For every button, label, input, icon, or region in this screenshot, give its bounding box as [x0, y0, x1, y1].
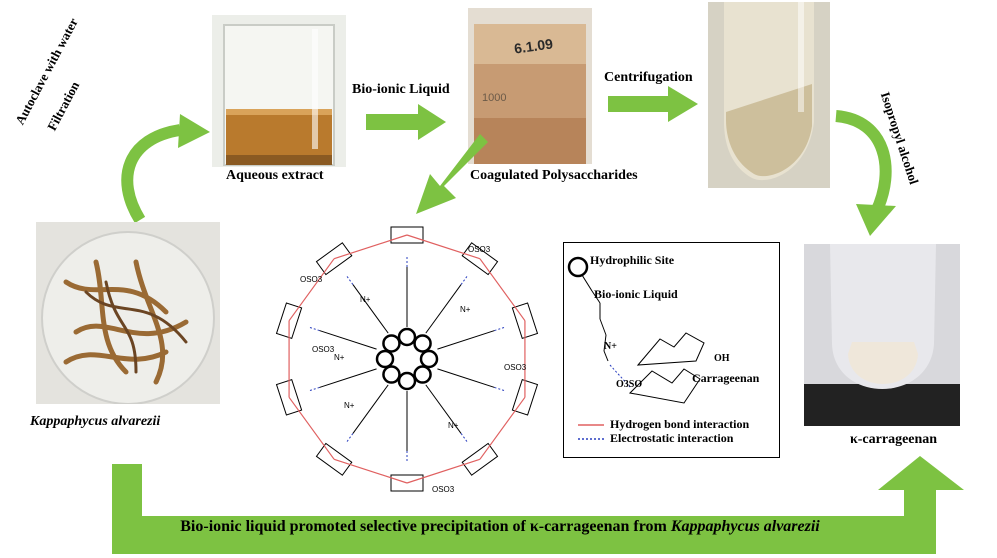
legend-hbond: Hydrogen bond interaction [610, 417, 750, 431]
carrageenan-unit [511, 302, 539, 340]
electrostatic-link [460, 274, 469, 285]
product-caption: κ-carrageenan [850, 432, 938, 447]
arrow-to-structure [408, 134, 488, 220]
electrostatic-link [307, 326, 320, 332]
bio-ionic-chain [319, 330, 377, 350]
legend-carrageenan: Carrageenan [692, 371, 760, 385]
bio-ionic-step-label: Bio-ionic Liquid [352, 82, 450, 97]
hydrogen-bond-link [333, 234, 408, 260]
hydrophilic-site-circle [397, 327, 417, 347]
structure-label: OSO3 [312, 345, 335, 354]
product-tube-photo [804, 244, 960, 426]
bio-ionic-chain [319, 368, 377, 388]
hydrophilic-site-circle [419, 349, 439, 369]
banner-text-prefix: Bio-ionic liquid promoted selective prec… [180, 518, 671, 535]
legend-box: Hydrophilic Site Bio-ionic Liquid N+ O3S… [563, 242, 780, 458]
hydrophilic-site-circle [382, 365, 401, 384]
hydrogen-bond-link [406, 458, 481, 484]
bio-ionic-chain [352, 284, 389, 334]
hydrogen-bond-link [288, 396, 335, 460]
legend-bio-ionic: Bio-ionic Liquid [594, 287, 678, 301]
structure-label: N+ [334, 353, 345, 362]
arrow-bio-ionic [366, 104, 446, 140]
legend-n-plus: N+ [604, 341, 617, 352]
carrageenan-unit [511, 378, 539, 416]
electrostatic-link [494, 326, 507, 332]
beaker-graduation: 1000 [482, 92, 507, 104]
carrageenan-unit [275, 378, 303, 416]
aqueous-extract-caption: Aqueous extract [226, 168, 324, 183]
banner-text-italic: Kappaphycus alvarezii [670, 518, 820, 535]
bio-ionic-chain [425, 384, 462, 434]
curved-arrow-autoclave [110, 108, 220, 228]
bio-ionic-chain [352, 384, 389, 434]
source-caption: Kappaphycus alvarezii [30, 414, 161, 429]
hydrogen-bond-link [406, 234, 481, 260]
bio-ionic-chain [425, 284, 462, 334]
electrostatic-link [494, 386, 507, 392]
legend-o3so: O3SO [616, 379, 643, 390]
electrostatic-link [460, 433, 469, 444]
structure-label: N+ [460, 305, 471, 314]
carrageenan-unit [315, 242, 353, 276]
carrageenan-unit [390, 474, 424, 492]
hydrogen-bond-link [288, 258, 335, 322]
hydrophilic-site-circle [397, 371, 417, 391]
structure-label: OSO3 [468, 245, 491, 254]
structure-label: OSO3 [300, 275, 323, 284]
hydrophilic-site-circle [413, 334, 432, 353]
structure-label: N+ [344, 401, 355, 410]
carrageenan-unit [315, 442, 353, 476]
coagulated-caption: Coagulated Polysaccharides [470, 168, 638, 183]
filtration-label: Filtration [44, 78, 83, 134]
autoclave-label: Autoclave with water [12, 15, 81, 128]
electrostatic-link [345, 433, 354, 444]
curved-arrow-isopropyl [826, 100, 916, 240]
centrifuge-tube-photo [708, 2, 830, 188]
structure-label: N+ [360, 295, 371, 304]
hydrogen-bond-link [333, 458, 408, 484]
structure-label: OSO3 [432, 485, 455, 494]
seaweed-photo [36, 222, 220, 404]
bio-ionic-chain [437, 330, 495, 350]
bio-ionic-chain [437, 368, 495, 388]
hydrophilic-site-circle [375, 349, 395, 369]
banner-arrow [108, 456, 968, 558]
hydrogen-bond-link [479, 258, 526, 322]
banner-text: Bio-ionic liquid promoted selective prec… [140, 514, 860, 540]
legend-oh: OH [714, 353, 730, 364]
electrostatic-link [307, 386, 320, 392]
legend-electrostatic: Electrostatic interaction [610, 431, 734, 445]
electrostatic-link [345, 274, 354, 285]
structure-label: N+ [448, 421, 459, 430]
carrageenan-unit [461, 442, 499, 476]
hydrophilic-site-circle [382, 334, 401, 353]
centrifugation-label: Centrifugation [604, 70, 693, 85]
coagulated-photo: 6.1.09 1000 [468, 8, 592, 164]
aqueous-extract-photo [212, 15, 346, 167]
carrageenan-unit [390, 226, 424, 244]
carrageenan-unit [275, 302, 303, 340]
carrageenan-unit [461, 242, 499, 276]
structure-label: OSO3 [504, 363, 527, 372]
arrow-centrifugation [608, 86, 698, 122]
hydrogen-bond-link [479, 396, 526, 460]
hydrophilic-site-circle [413, 365, 432, 384]
legend-hydrophilic: Hydrophilic Site [590, 253, 675, 267]
